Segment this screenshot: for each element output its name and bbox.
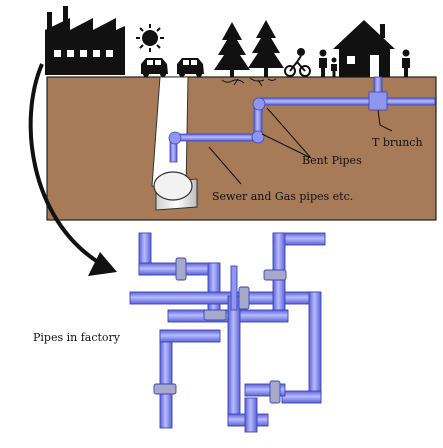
callout-lines xyxy=(208,107,393,185)
factory-icon xyxy=(45,6,125,75)
car-icon xyxy=(177,58,204,77)
t-branch-label: T brunch xyxy=(372,136,423,149)
person-icon xyxy=(319,49,327,77)
car-icon xyxy=(141,58,168,77)
sewer-pipe xyxy=(153,171,198,211)
cyclist-icon xyxy=(284,48,311,77)
sewer-gas-pipes-label: Sewer and Gas pipes etc. xyxy=(212,190,354,203)
factory-pipes-label: Pipes in factory xyxy=(33,331,121,344)
person-icon xyxy=(402,49,410,77)
person-icon xyxy=(331,57,337,77)
curved-arrow-icon xyxy=(28,63,117,276)
tree-icon xyxy=(214,22,250,77)
tree-icon xyxy=(248,20,284,77)
house-icon xyxy=(333,20,395,77)
sun-icon xyxy=(136,24,164,52)
gas-pipe-network xyxy=(168,76,436,163)
roots-icon xyxy=(221,77,277,87)
bent-pipes-label: Bent Pipes xyxy=(302,154,362,167)
factory-pipes xyxy=(129,232,326,433)
